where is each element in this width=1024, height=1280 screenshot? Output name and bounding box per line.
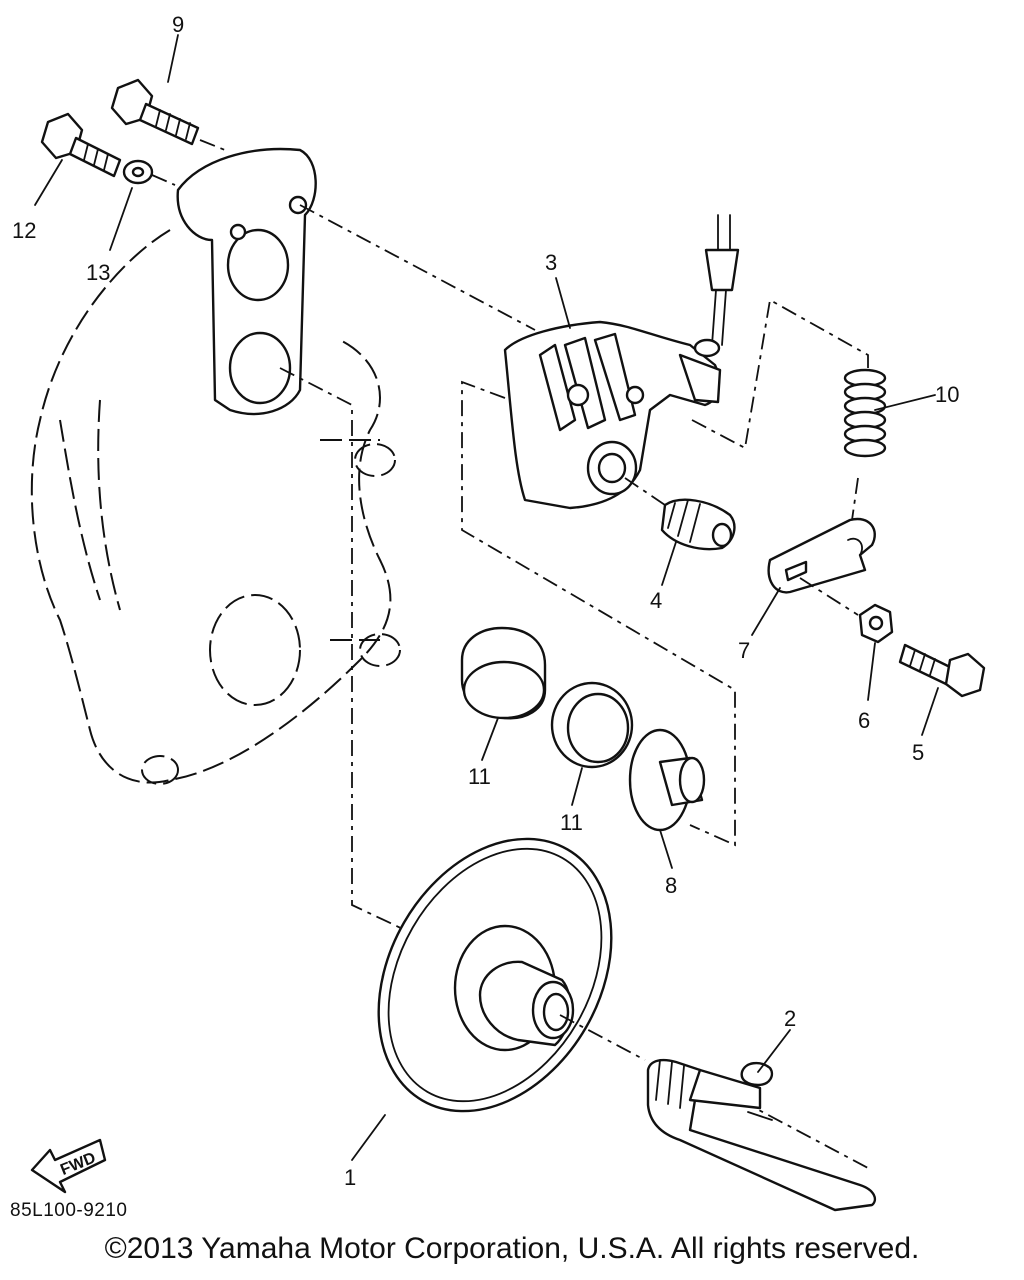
label-7: 7: [738, 638, 750, 663]
label-8: 8: [665, 873, 677, 898]
part-7-lever: [767, 517, 876, 594]
part-4-cam: [660, 498, 736, 551]
label-6: 6: [858, 708, 870, 733]
part-1-sheave: [377, 837, 613, 1113]
label-9: 9: [172, 12, 184, 37]
copyright-notice: ©2013 Yamaha Motor Corporation, U.S.A. A…: [104, 1232, 920, 1265]
label-13: 13: [86, 260, 110, 285]
leader-13: [151, 174, 176, 186]
part-5-bolt: [898, 643, 986, 698]
part-11-bushing-a: [460, 626, 547, 720]
label-2: 2: [784, 1006, 796, 1031]
part-13-washer: [122, 159, 154, 185]
shaft-axis-2: [739, 1099, 869, 1169]
label-3: 3: [545, 250, 557, 275]
part-6-nut: [858, 603, 894, 644]
part-2-key: [740, 1061, 774, 1087]
part-10-spring: [843, 368, 887, 458]
shaft: [646, 1058, 876, 1212]
label-11a: 11: [468, 764, 491, 789]
label-5: 5: [912, 740, 924, 765]
housing-flange: [176, 147, 317, 416]
part-11-bushing-b: [550, 681, 634, 769]
label-4: 4: [650, 588, 662, 613]
callout-leaders: [34, 34, 939, 1161]
label-12: 12: [12, 218, 36, 243]
part-9-bolt: [110, 78, 200, 146]
leader-4: [624, 477, 666, 506]
group-frame: [461, 380, 736, 847]
cable: [693, 214, 740, 358]
part-12-bolt: [40, 112, 122, 178]
diagram-code: 85L100-9210: [10, 1200, 128, 1221]
label-1: 1: [344, 1165, 356, 1190]
leader-1: [279, 367, 406, 931]
leader-6: [799, 577, 859, 616]
part-8-shim: [628, 728, 706, 832]
housing-outline: [30, 229, 401, 785]
part-3-bracket: [503, 320, 722, 510]
leader-3: [299, 204, 536, 331]
leader-9: [199, 139, 226, 151]
label-11b: 11: [560, 810, 583, 835]
label-10: 10: [935, 382, 959, 407]
fwd-arrow-icon: FWD: [30, 1138, 107, 1194]
cable-frame: [691, 298, 869, 450]
spring-frame: [851, 477, 859, 521]
